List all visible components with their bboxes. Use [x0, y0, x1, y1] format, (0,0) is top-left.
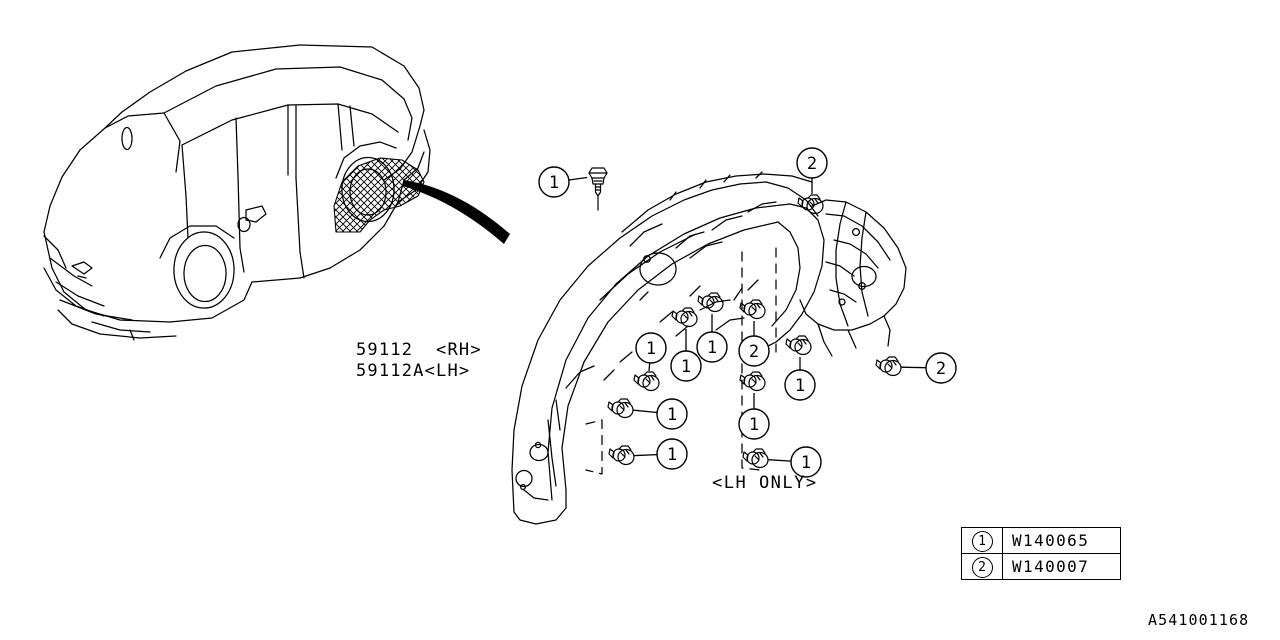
- callout-number: 1: [549, 173, 559, 193]
- legend-row: 1 W140065: [961, 527, 1121, 554]
- callout-circle: [696, 331, 728, 363]
- legend-table: 1 W140065 2 W140007: [961, 527, 1121, 580]
- part-number-lh: 59112A<LH>: [356, 361, 471, 381]
- rear-mud-guard: [799, 199, 907, 357]
- push-clip-icon: [785, 335, 812, 356]
- callout-leader-line: [767, 459, 792, 462]
- callout-1[interactable]: 1: [608, 438, 688, 470]
- push-clip-icon: [633, 371, 660, 392]
- callout-2[interactable]: 2: [875, 352, 957, 384]
- callout-number: 1: [646, 339, 656, 359]
- callout-leader-line: [632, 409, 658, 414]
- callout-1[interactable]: 1: [607, 398, 688, 430]
- push-clip-icon: [742, 448, 769, 469]
- legend-row: 2 W140007: [961, 553, 1121, 580]
- callout-1[interactable]: 1: [696, 292, 728, 363]
- legend-ref-cell: 2: [961, 553, 1003, 580]
- push-clip-icon: [671, 307, 698, 328]
- callout-circle: [925, 352, 957, 384]
- callout-1[interactable]: 1: [738, 371, 770, 440]
- callout-circle: [538, 166, 570, 198]
- push-clip-icon: [739, 299, 766, 320]
- callout-2[interactable]: 2: [738, 299, 770, 367]
- callout-2[interactable]: 2: [796, 147, 828, 215]
- callout-circle: [784, 369, 816, 401]
- legend-code-cell: W140065: [1002, 527, 1121, 554]
- wheel-arch-outline: [333, 157, 425, 233]
- callout-1[interactable]: 1: [742, 446, 822, 478]
- diagram-id-code: A541001168: [1148, 611, 1250, 629]
- callout-leader-line: [633, 453, 658, 457]
- legend-ref-circle: 2: [971, 556, 993, 578]
- callout-circle: [738, 335, 770, 367]
- callout-number: 2: [936, 359, 946, 379]
- legend-ref-cell: 1: [961, 527, 1003, 554]
- callout-leader-line: [648, 362, 651, 372]
- vehicle-to-part-leader: [403, 180, 510, 244]
- hex-bolt-icon: [588, 167, 608, 211]
- callout-1[interactable]: 1: [538, 166, 608, 211]
- callout-leader-line: [568, 176, 588, 181]
- push-clip-icon: [697, 292, 724, 313]
- callout-number: 2: [749, 342, 759, 362]
- callout-circle: [635, 332, 667, 364]
- callout-leader-line: [900, 366, 927, 369]
- callout-number: 1: [707, 338, 717, 358]
- callout-circle: [656, 398, 688, 430]
- callout-circle: [796, 147, 828, 179]
- callout-number: 1: [667, 445, 677, 465]
- callout-number: 1: [749, 415, 759, 435]
- callout-circle: [656, 438, 688, 470]
- callout-1[interactable]: 1: [633, 332, 667, 392]
- callout-circle: [790, 446, 822, 478]
- lh-only-note: <LH ONLY>: [712, 473, 818, 493]
- callout-circle: [670, 350, 702, 382]
- push-clip-icon: [608, 445, 635, 466]
- callout-number: 2: [807, 154, 817, 174]
- fender-liner-part: [511, 171, 825, 525]
- callout-number: 1: [667, 405, 677, 425]
- callout-number: 1: [681, 357, 691, 377]
- part-number-rh: 59112 <RH>: [356, 340, 482, 360]
- push-clip-icon: [739, 371, 766, 392]
- callout-number: 1: [801, 453, 811, 473]
- callout-1[interactable]: 1: [670, 307, 702, 382]
- legend-ref-circle: 1: [971, 530, 993, 552]
- push-clip-icon: [875, 356, 902, 377]
- callout-number: 1: [795, 376, 805, 396]
- callout-1[interactable]: 1: [784, 335, 816, 401]
- push-clip-icon: [607, 398, 634, 419]
- dashed-reference-lines: [585, 247, 777, 475]
- push-clip-icon: [797, 194, 824, 215]
- legend-code-cell: W140007: [1002, 553, 1121, 580]
- callout-circle: [738, 408, 770, 440]
